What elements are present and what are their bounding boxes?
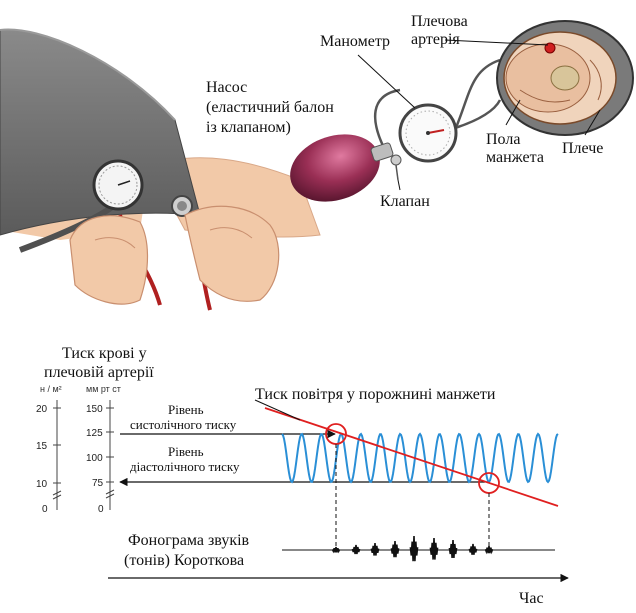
time-label: Час	[519, 590, 544, 607]
shoulder-label: Плече	[562, 140, 603, 157]
arterial-pressure-wave	[281, 432, 559, 484]
cuff-sides-label-2: манжета	[486, 149, 544, 166]
manometer-label: Манометр	[320, 33, 390, 50]
diastolic-label-2: діастолічного тиску	[130, 459, 240, 474]
cuff-pressure-leader	[254, 399, 301, 421]
graph-title-2: плечовій артерії	[44, 364, 154, 381]
pump-label-1: Насос	[206, 79, 247, 96]
cuff-pressure-line	[264, 407, 559, 507]
pump-label-3: із клапаном)	[206, 119, 291, 136]
tick-left-0: 0	[42, 504, 48, 515]
tick-right-150: 150	[86, 404, 103, 415]
korotkoff-burst	[468, 543, 478, 555]
korotkoff-burst	[409, 535, 419, 562]
korotkoff-burst	[370, 542, 380, 556]
manometer-gauge-icon	[398, 103, 458, 163]
tick-left-20: 20	[36, 404, 48, 415]
diastolic-label-1: Рівень	[168, 444, 204, 459]
unit-right: мм рт ст	[86, 384, 121, 394]
brachial-artery-label-1: Плечова	[411, 13, 468, 30]
korotkoff-burst	[429, 537, 439, 560]
arm-cross-section-icon	[496, 20, 634, 136]
korotkoff-burst	[448, 539, 458, 559]
systolic-label-1: Рівень	[168, 402, 204, 417]
brachial-artery-label-2: артерія	[411, 31, 460, 48]
graph-title-1: Тиск крові у	[62, 345, 147, 362]
phonogram-label-1: Фонограма звуків	[128, 532, 250, 549]
tick-right-125: 125	[86, 428, 103, 439]
tick-left-10: 10	[36, 479, 48, 490]
cuff-pressure-label: Тиск повітря у порожнині манжети	[255, 386, 496, 403]
stethoscope-icon	[171, 195, 193, 217]
tick-right-75: 75	[92, 478, 104, 489]
blood-pressure-cuff-illustration	[0, 28, 321, 311]
manometer-gauge-icon	[92, 159, 144, 211]
korotkoff-sounds	[331, 535, 494, 562]
rubber-bulb-pump-icon	[290, 134, 402, 202]
valve-label: Клапан	[380, 193, 430, 210]
korotkoff-burst	[351, 544, 361, 555]
systolic-label-2: систолічного тиску	[130, 417, 237, 432]
pump-label-2: (еластичний балон	[206, 99, 334, 116]
cuff-sides-label-1: Пола	[486, 131, 520, 148]
tick-right-100: 100	[86, 453, 103, 464]
tick-left-15: 15	[36, 441, 48, 452]
tick-right-0: 0	[98, 504, 104, 515]
korotkoff-burst	[331, 546, 341, 554]
korotkoff-burst	[484, 545, 494, 555]
phonogram-label-2: (тонів) Короткова	[124, 552, 244, 569]
unit-left: н / м²	[40, 384, 62, 394]
korotkoff-burst	[390, 540, 400, 558]
